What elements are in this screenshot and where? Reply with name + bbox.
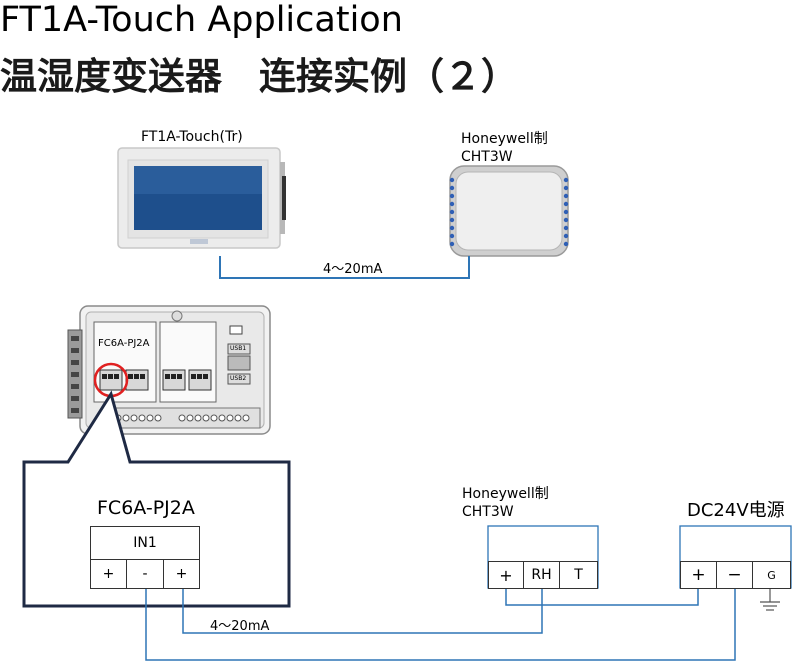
sensor-terminal-rh: RH <box>523 561 560 589</box>
module-title: FC6A-PJ2A <box>97 497 195 519</box>
sensor-terminal-t: T <box>559 561 598 589</box>
sensor-label-bottom-1: Honeywell制 <box>462 486 549 502</box>
hmi-device <box>117 147 286 249</box>
page-subtitle: 温湿度变送器 连接实例（２） <box>0 54 518 98</box>
input-label: IN1 <box>133 535 157 551</box>
power-terminal-ground: G <box>752 561 791 589</box>
signal-label-top: 4～20mA <box>323 262 383 277</box>
signal-label-bottom: 4～20mA <box>210 619 270 634</box>
sensor-terminal-plus: + <box>488 561 524 589</box>
photo-module-label: FC6A-PJ2A <box>98 338 150 349</box>
hmi-screen <box>134 166 262 230</box>
power-terminal-plus: + <box>680 561 717 589</box>
module-terminal-plus-2: + <box>163 559 200 589</box>
power-label: DC24V电源 <box>687 500 785 521</box>
page-title: FT1A-Touch Application <box>0 0 403 40</box>
sensor-label-top-1: Honeywell制 <box>461 131 548 147</box>
ground-symbol <box>760 588 780 611</box>
photo-usb2-label: USB2 <box>230 375 247 382</box>
sensor-device-top <box>449 165 569 257</box>
module-terminal-plus-1: + <box>90 559 127 589</box>
sensor-label-top-2: CHT3W <box>461 149 513 165</box>
controller-back-photo <box>67 305 271 435</box>
module-terminal-minus: - <box>126 559 164 589</box>
signal-wires <box>145 588 736 661</box>
input-label-cell: IN1 <box>90 526 200 560</box>
photo-usb1-label: USB1 <box>230 345 247 352</box>
sensor-label-bottom-2: CHT3W <box>462 504 514 520</box>
power-terminal-minus: − <box>716 561 753 589</box>
hmi-label: FT1A-Touch(Tr) <box>141 129 243 145</box>
signal-wire-top <box>219 256 470 279</box>
